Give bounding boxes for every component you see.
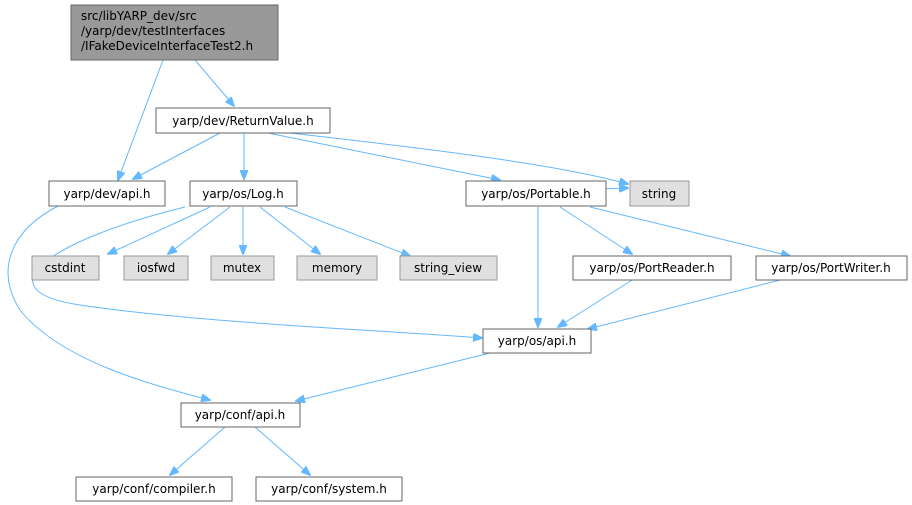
edge-portable-to-port-writer — [589, 206, 790, 256]
os-api-label: yarp/os/api.h — [498, 334, 576, 348]
node-memory[interactable]: memory — [296, 255, 378, 281]
node-os-port-reader[interactable]: yarp/os/PortReader.h — [572, 255, 732, 281]
node-conf-system[interactable]: yarp/conf/system.h — [255, 476, 403, 502]
edge-portable-to-port-reader — [559, 206, 632, 254]
string-view-label: string_view — [414, 261, 482, 275]
dev-api-label: yarp/dev/api.h — [64, 187, 151, 201]
edge-os-api-to-conf-api — [296, 352, 491, 401]
edge-log-to-memory — [259, 206, 320, 254]
edges — [7, 59, 790, 475]
edge-log-to-string-view — [284, 206, 410, 256]
os-port-writer-label: yarp/os/PortWriter.h — [771, 261, 890, 275]
edge-return-value-to-string — [289, 132, 628, 184]
cstdint-label: cstdint — [45, 261, 86, 275]
os-portable-label: yarp/os/Portable.h — [481, 187, 591, 201]
node-cstdint[interactable]: cstdint — [31, 255, 100, 281]
edge-port-writer-to-os-api — [588, 279, 781, 329]
os-log-label: yarp/os/Log.h — [202, 187, 284, 201]
edge-log-to-os-api — [32, 206, 482, 338]
node-conf-compiler[interactable]: yarp/conf/compiler.h — [75, 476, 233, 502]
edge-log-to-cstdint — [108, 206, 211, 254]
iosfwd-label: iosfwd — [137, 261, 175, 275]
edge-root-to-dev-api — [118, 59, 164, 180]
node-root[interactable]: src/libYARP_dev/src /yarp/dev/testInterf… — [70, 4, 279, 61]
conf-system-label: yarp/conf/system.h — [271, 482, 387, 496]
node-return-value[interactable]: yarp/dev/ReturnValue.h — [155, 107, 331, 134]
edge-conf-api-to-compiler — [170, 426, 226, 475]
conf-api-label: yarp/conf/api.h — [195, 408, 286, 422]
edge-return-value-to-dev-api — [133, 132, 221, 179]
os-port-reader-label: yarp/os/PortReader.h — [589, 261, 714, 275]
edge-port-reader-to-os-api — [558, 279, 633, 327]
string-label: string — [642, 187, 676, 201]
root-label-line2: /yarp/dev/testInterfaces — [81, 24, 225, 38]
root-label-line3: /IFakeDeviceInterfaceTest2.h — [81, 39, 253, 53]
node-string-view[interactable]: string_view — [399, 255, 498, 281]
mutex-label: mutex — [223, 261, 261, 275]
root-label-line1: src/libYARP_dev/src — [81, 9, 197, 23]
edge-root-to-return-value — [194, 59, 234, 106]
return-value-label: yarp/dev/ReturnValue.h — [172, 114, 313, 128]
edge-dev-api-to-conf-api — [7, 204, 210, 400]
conf-compiler-label: yarp/conf/compiler.h — [92, 482, 215, 496]
node-os-log[interactable]: yarp/os/Log.h — [189, 180, 298, 207]
edge-conf-api-to-system — [254, 426, 310, 475]
node-string[interactable]: string — [629, 180, 690, 207]
node-dev-api[interactable]: yarp/dev/api.h — [48, 180, 166, 207]
node-iosfwd[interactable]: iosfwd — [123, 255, 189, 281]
node-os-api[interactable]: yarp/os/api.h — [482, 328, 592, 354]
node-os-portable[interactable]: yarp/os/Portable.h — [465, 180, 607, 207]
edge-log-to-iosfwd — [168, 206, 231, 254]
edge-return-value-to-portable — [267, 132, 500, 180]
node-os-port-writer[interactable]: yarp/os/PortWriter.h — [755, 255, 908, 281]
memory-label: memory — [312, 261, 362, 275]
node-mutex[interactable]: mutex — [210, 255, 275, 281]
node-conf-api[interactable]: yarp/conf/api.h — [180, 402, 301, 428]
